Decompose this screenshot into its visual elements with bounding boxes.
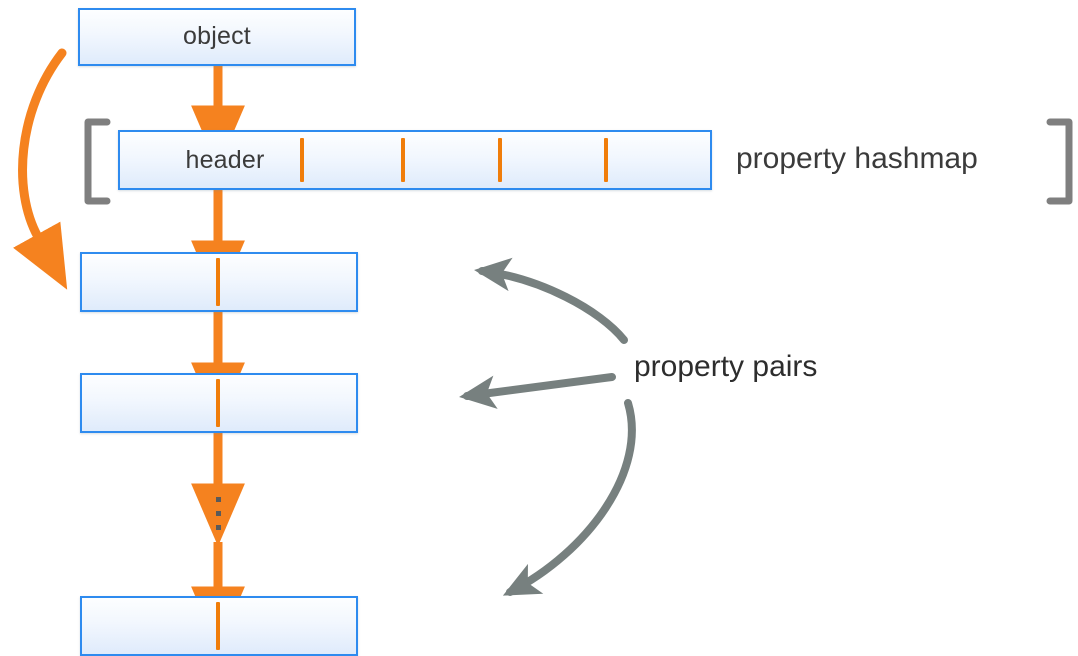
header-label: header [185, 146, 265, 174]
curved-arrow-object-to-pair1 [13, 48, 68, 290]
arrow-pairs-to-pair3 [502, 399, 636, 596]
property-hashmap-label: property hashmap [736, 142, 978, 175]
bracket-right [1046, 118, 1073, 205]
property-pairs-label: property pairs [634, 350, 818, 383]
arrow-pairs-to-pair2 [459, 373, 616, 409]
hashmap-slot-tick-3 [498, 138, 502, 182]
ellipsis-dot-2 [216, 511, 221, 516]
hashmap-slot-tick-2 [401, 138, 405, 182]
ellipsis-dot-3 [216, 525, 221, 530]
hashmap-slot-tick-1 [300, 138, 304, 182]
property-pair-divider-1 [216, 258, 220, 306]
ellipsis-dot-1 [216, 497, 221, 502]
hashmap-slot-tick-4 [604, 138, 608, 182]
property-pair-divider-3 [216, 602, 220, 650]
bracket-left [84, 118, 111, 205]
hashmap-box[interactable] [118, 130, 712, 190]
property-pair-divider-2 [216, 379, 220, 427]
object-box[interactable] [78, 8, 356, 66]
object-box-label: object [183, 22, 251, 50]
arrow-pairs-to-pair1 [474, 257, 628, 344]
property-pairs-arrows [459, 257, 636, 596]
